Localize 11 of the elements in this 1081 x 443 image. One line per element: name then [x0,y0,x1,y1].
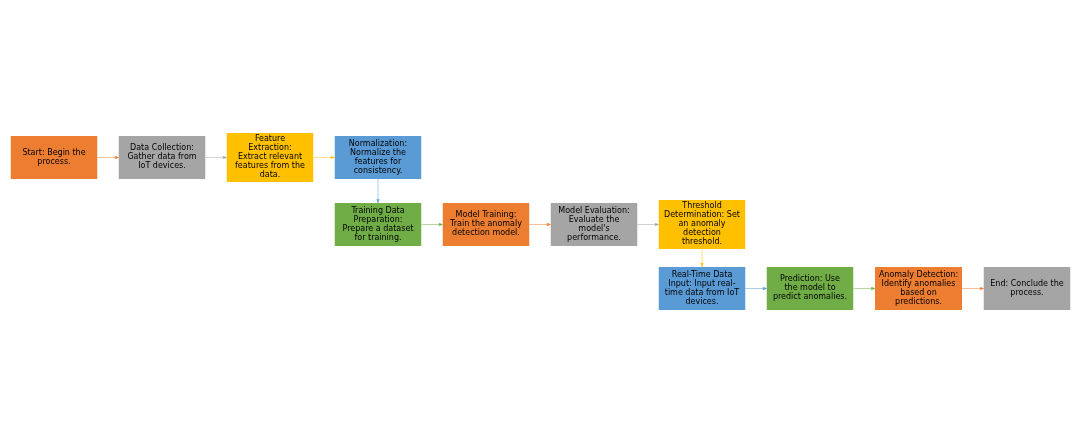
arrow [529,223,551,226]
arrow [97,156,119,159]
arrow [637,223,659,226]
arrow [313,156,335,159]
arrow [421,223,443,226]
arrow [745,287,767,290]
arrow [205,156,227,159]
arrow [853,287,876,290]
arrow [376,178,380,204]
arrow [700,248,704,268]
arrow [961,287,984,290]
